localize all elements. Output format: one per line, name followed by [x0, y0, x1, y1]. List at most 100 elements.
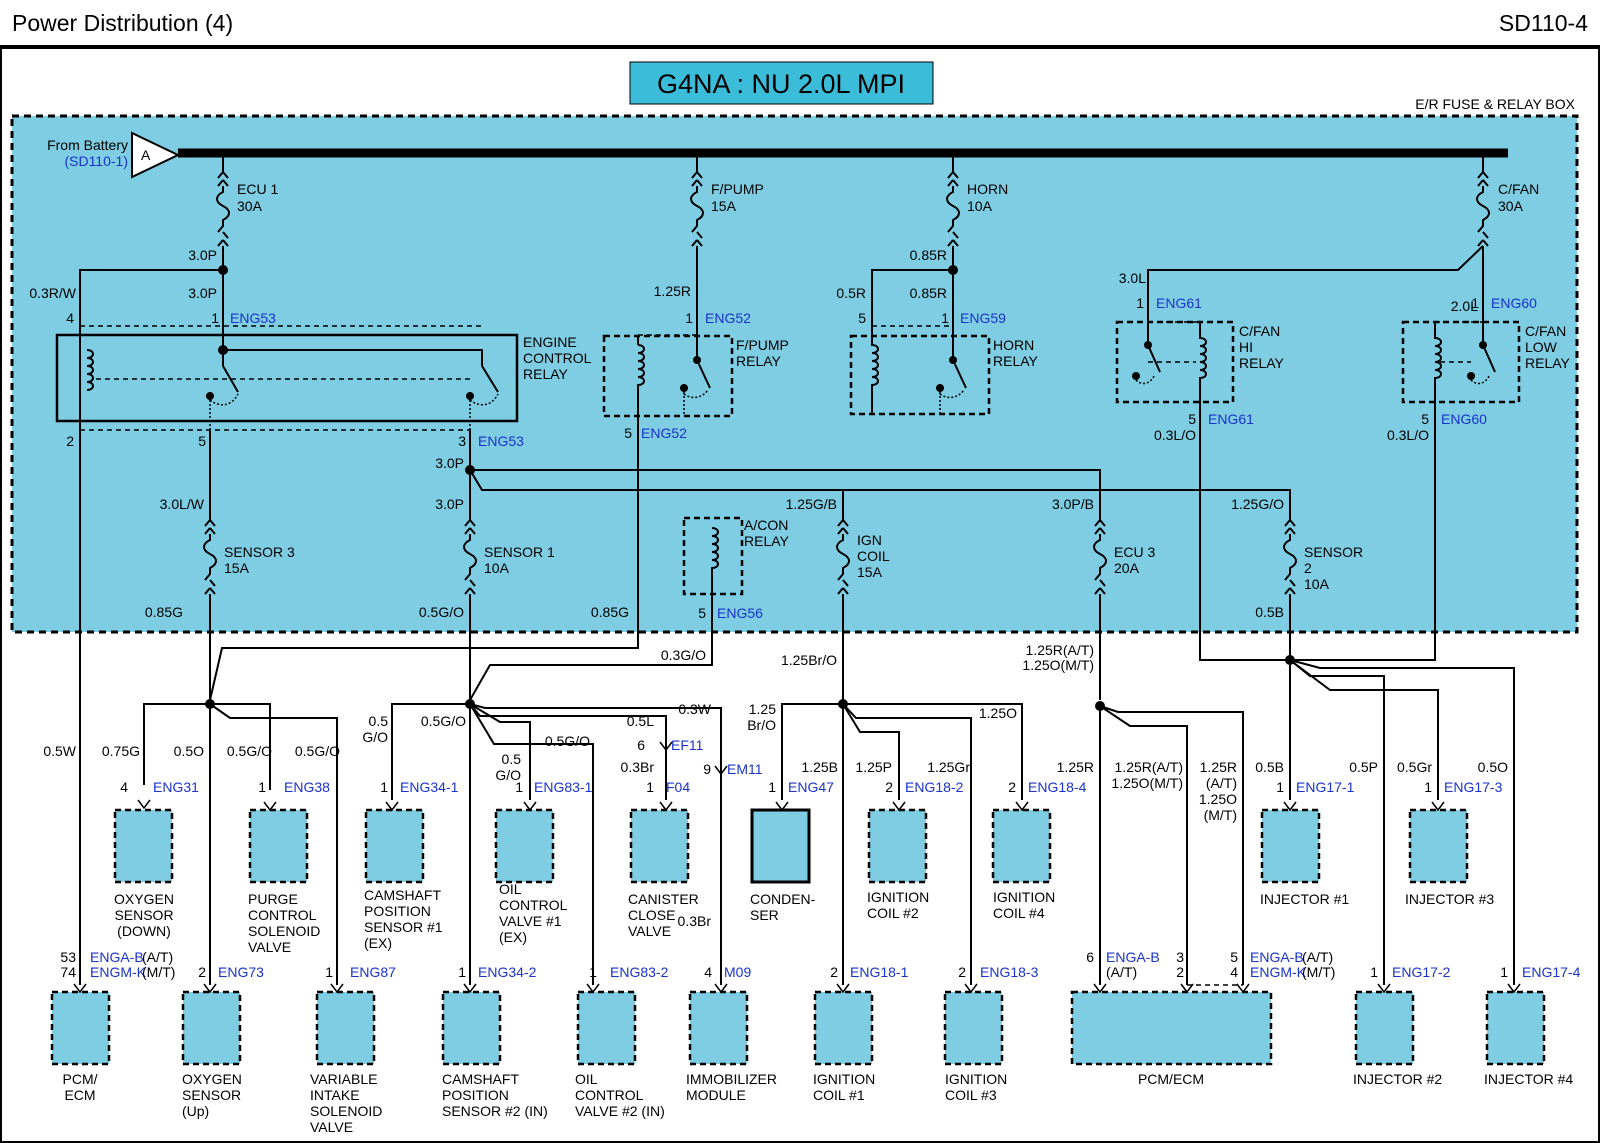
connector-enga-b[interactable]: ENGA-B [1106, 949, 1160, 965]
connector-eng38[interactable]: ENG38 [284, 779, 330, 795]
connector-eng53[interactable]: ENG53 [478, 433, 524, 449]
relay-label: LOW [1525, 339, 1558, 355]
pin-number: 5 [624, 425, 632, 441]
wire-label: 0.3Br [678, 913, 712, 929]
component-label: INJECTOR #2 [1353, 1071, 1442, 1087]
pin-number: 1 [1500, 964, 1508, 980]
battery-ref-link[interactable]: (SD110-1) [64, 153, 128, 169]
component-label: (DOWN) [117, 923, 171, 939]
pin-number: 1 [380, 779, 388, 795]
cfan-hi-relay: C/FAN HI RELAY [1115, 318, 1285, 410]
wire-label: 1.25R(A/T) [1115, 759, 1183, 775]
diagram-frame [0, 47, 1600, 1143]
fuse-ign-coil: IGN COIL 15A [836, 519, 890, 700]
connector-enga-b[interactable]: ENGA-B [90, 949, 144, 965]
connector-eng61[interactable]: ENG61 [1208, 411, 1254, 427]
connector-eng17-4[interactable]: ENG17-4 [1522, 964, 1581, 980]
pin-number: 1 [768, 779, 776, 795]
pin-number: 2 [198, 964, 206, 980]
connector-eng52[interactable]: ENG52 [705, 310, 751, 326]
fuse-name: HORN [967, 181, 1008, 197]
connector-eng87[interactable]: ENG87 [350, 964, 396, 980]
transmission-suffix: (A/T) [142, 949, 173, 965]
header-bar: Power Distribution (4) SD110-4 [0, 0, 1600, 48]
component-label: CAMSHAFT [364, 887, 441, 903]
fuse-rating: 10A [967, 198, 993, 214]
connector-eng17-3[interactable]: ENG17-3 [1444, 779, 1503, 795]
connector-eng31[interactable]: ENG31 [153, 779, 199, 795]
wire-ecr-pin3 [469, 430, 1291, 520]
relay-label: RELAY [744, 533, 790, 549]
connector-eng61[interactable]: ENG61 [1156, 295, 1202, 311]
pin-number: 1 [685, 310, 693, 326]
connector-eng47[interactable]: ENG47 [788, 779, 834, 795]
pin-number: 6 [637, 737, 645, 753]
component-label: SOLENOID [248, 923, 320, 939]
wire-label: 0.3L/O [1387, 427, 1429, 443]
connector-eng59[interactable]: ENG59 [960, 310, 1006, 326]
connector-engm-k[interactable]: ENGM-K [90, 964, 147, 980]
ignition-coil-2: 2 ENG18-2 IGNITION COIL #2 [867, 779, 964, 921]
oil-control-valve-1: 1 ENG83-1 OIL CONTROL VALVE #1 (EX) [494, 779, 593, 945]
wire-label: 1.25R [654, 283, 691, 299]
wire-label: 0.5G/O [419, 604, 464, 620]
wire-label: 0.85G [591, 604, 629, 620]
component-label: INJECTOR #3 [1405, 891, 1494, 907]
connector-eng53[interactable]: ENG53 [230, 310, 276, 326]
transmission-suffix: (A/T) [1302, 949, 1333, 965]
wire-label: (M/T) [1204, 807, 1237, 823]
connector-eng18-3[interactable]: ENG18-3 [980, 964, 1039, 980]
connector-eng60[interactable]: ENG60 [1491, 295, 1537, 311]
connector-em11[interactable]: EM11 [727, 761, 763, 777]
pin-number: 1 [1276, 779, 1284, 795]
connector-eng18-2[interactable]: ENG18-2 [905, 779, 964, 795]
fuse-fpump: F/PUMP 15A [690, 157, 764, 326]
connector-eng73[interactable]: ENG73 [218, 964, 264, 980]
component-label: SER [750, 907, 779, 923]
connector-eng83-1[interactable]: ENG83-1 [534, 779, 593, 795]
connector-ef11[interactable]: EF11 [671, 737, 704, 753]
canister-close-valve: 6 EF11 1 F04 CANISTER CLOSE VALVE [628, 737, 704, 939]
wire-horn-split [871, 269, 953, 326]
component-label: CANISTER [628, 891, 699, 907]
connector-m09[interactable]: M09 [724, 964, 751, 980]
component-label: SOLENOID [310, 1103, 382, 1119]
oil-control-valve-2: 1 ENG83-2 OIL CONTROL VALVE #2 (IN) [575, 964, 669, 1119]
connector-f04[interactable]: F04 [666, 779, 690, 795]
pin-number: 3 [458, 433, 466, 449]
wire-label: 0.5B [1255, 604, 1284, 620]
fuse-rating: 10A [484, 560, 510, 576]
relay-label: RELAY [1239, 355, 1285, 371]
component-label: (Up) [182, 1103, 209, 1119]
connector-eng18-4[interactable]: ENG18-4 [1028, 779, 1087, 795]
wire-label: G/O [362, 729, 388, 745]
fuse-ecu3: ECU 3 20A [1093, 519, 1155, 700]
oxygen-sensor-up: 2 ENG73 OXYGEN SENSOR (Up) [181, 964, 264, 1119]
wire-label: 1.25B [801, 759, 838, 775]
pin-number: 5 [198, 433, 206, 449]
connector-eng34-1[interactable]: ENG34-1 [400, 779, 459, 795]
connector-engm-k[interactable]: ENGM-K [1250, 964, 1307, 980]
pin-number: 5 [1421, 411, 1429, 427]
connector-eng60[interactable]: ENG60 [1441, 411, 1487, 427]
connector-eng17-1[interactable]: ENG17-1 [1296, 779, 1355, 795]
wire-label: 1.25G/O [1231, 496, 1284, 512]
wire-label: 0.3R/W [29, 285, 76, 301]
connector-eng52[interactable]: ENG52 [641, 425, 687, 441]
pin-number: 74 [60, 964, 76, 980]
connector-eng83-2[interactable]: ENG83-2 [610, 964, 669, 980]
fuse-name: ECU 1 [237, 181, 278, 197]
connector-eng17-2[interactable]: ENG17-2 [1392, 964, 1451, 980]
connector-eng56[interactable]: ENG56 [717, 605, 763, 621]
wire-label: 3.0L [1119, 270, 1146, 286]
wire-injector-branch [1289, 659, 1515, 985]
connector-enga-b[interactable]: ENGA-B [1250, 949, 1304, 965]
component-label: COIL #1 [813, 1087, 865, 1103]
component-label: INJECTOR #4 [1484, 1071, 1573, 1087]
connector-eng18-1[interactable]: ENG18-1 [850, 964, 909, 980]
component-label: PCM/ECM [1138, 1071, 1204, 1087]
connector-eng34-2[interactable]: ENG34-2 [478, 964, 537, 980]
camshaft-position-sensor-2: 1 ENG34-2 CAMSHAFT POSITION SENSOR #2 (I… [441, 964, 548, 1119]
wire-label: 3.0P [188, 247, 217, 263]
component-label: PCM/ [63, 1071, 98, 1087]
